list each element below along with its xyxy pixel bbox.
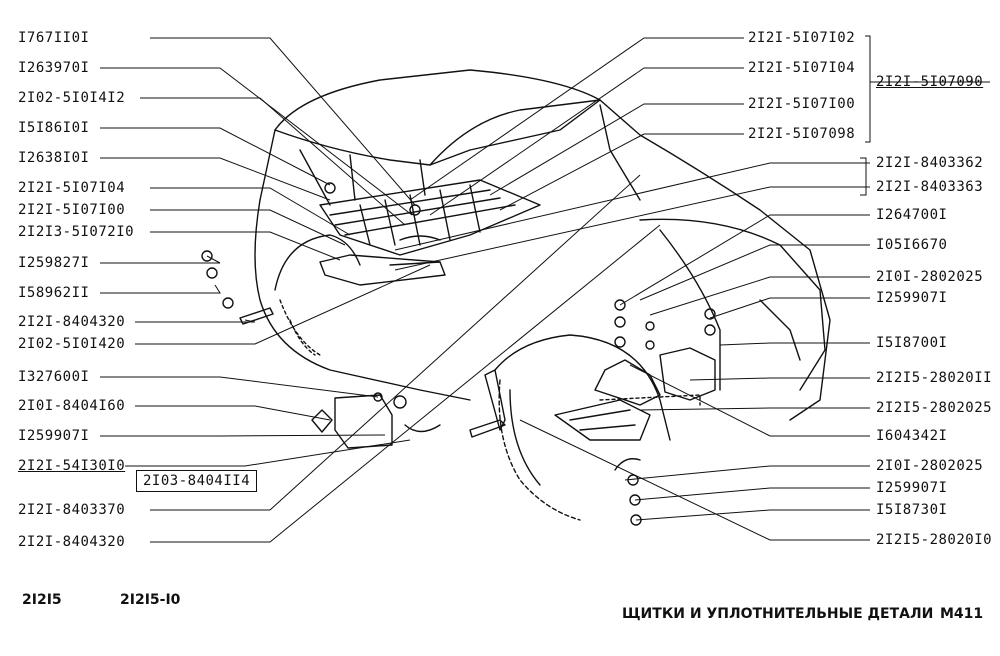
left-part-label: I259907I [18,428,90,444]
rear-wheel-arch [274,234,361,291]
left-part-label: 2I0I-8404I60 [18,398,126,414]
left-part-label: I263970I [18,60,90,76]
leader-line [150,37,416,206]
leader-line [100,157,331,201]
right-part-label: I604342I [876,428,948,444]
right-part-label: I05I6670 [876,237,948,253]
leader-line [125,439,411,467]
left-part-label: 2I02-5I0I4I2 [18,90,126,106]
leader-line [499,133,744,211]
right-part-label: I264700I [876,207,948,223]
plate-lamp [334,394,393,449]
right-part-label: 2I2I5-28020I0 [876,532,993,548]
group-bracket-top [865,35,871,143]
footer-page-code: M411 [940,606,984,622]
right-part-label: 2I2I-5I07098 [748,126,856,142]
leader-line [639,407,870,411]
leader-line [100,127,331,186]
footer-model-2: 2I2I5-I0 [120,592,181,608]
leader-line [100,434,386,437]
leader-line [135,319,256,323]
leader-line [429,67,744,216]
left-part-label: 2I2I-5I07I04 [18,180,126,196]
footer-model-1: 2I2I5 [22,592,62,608]
left-part-label: 2I2I-8404320 [18,314,126,330]
leader-line [140,97,406,226]
right-part-label: I5I8730I [876,502,948,518]
right-part-label: 2I2I-5I07I04 [748,60,856,76]
leader-line [639,244,870,301]
left-part-label: 2I2I-8403370 [18,502,126,518]
left-part-label: 2I2I3-5I072I0 [18,224,135,240]
car-body-outline [259,69,831,421]
leader-line [689,377,870,381]
right-part-label: I5I8700I [876,335,948,351]
leader-line [519,419,870,541]
leader-line [100,67,413,216]
leader-line [709,297,870,319]
leader-line [719,342,870,346]
leader-line [394,186,870,271]
leader-line [394,162,870,251]
right-part-label: 2I2I-5I07I02 [748,30,856,46]
left-part-label: 2I2I-8404320 [18,534,126,550]
left-part-label: 2I2I-5I07I00 [18,202,126,218]
leader-line [624,465,870,481]
left-part-label: I327600I [18,369,90,385]
left-part-label: I2638I0I [18,150,90,166]
leader-line [150,187,351,236]
leader-line [409,37,744,201]
left-part-label: 2I2I-54I30I0 [18,458,126,474]
floor-panel [319,179,541,256]
right-part-label: I259907I [876,480,948,496]
footer-title: ЩИТКИ И УПЛОТНИТЕЛЬНЫЕ ДЕТАЛИ [622,606,934,622]
leader-line [634,487,870,501]
right-part-label: 2I2I-8403362 [876,155,984,171]
left-part-label: I58962II [18,285,90,301]
right-part-label: 2I2I-8403363 [876,179,984,195]
mud-flap-left [319,254,446,286]
right-part-label: 2I0I-2802025 [876,269,984,285]
right-part-label: 2I2I5-28020II [876,370,993,386]
leader-line [100,376,379,398]
leader-line [649,276,870,316]
leader-line [635,509,870,521]
group-part-label: 2I2I-5I07090 [876,74,984,90]
leader-line [150,209,346,246]
leader-line [100,255,221,264]
right-part-label: 2I0I-2802025 [876,458,984,474]
right-part-label: 2I2I5-2802025 [876,400,993,416]
leader-line [150,174,641,511]
right-part-label: 2I2I-5I07I00 [748,96,856,112]
leader-line [629,364,870,437]
leader-line [150,224,661,543]
front-wheel-arch [494,334,671,441]
boxed-part-label: 2I03-8404II4 [136,470,258,492]
leader-line [619,214,870,306]
left-part-label: I259827I [18,255,90,271]
leader-line [135,264,431,345]
splash-shield [554,399,651,441]
left-part-label: I5I86I0I [18,120,90,136]
leader-line [135,405,331,421]
left-part-label: I767II0I [18,30,90,46]
group-bracket-mid [860,157,867,196]
leader-line [100,284,221,294]
left-part-label: 2I02-5I0I420 [18,336,126,352]
right-part-label: I259907I [876,290,948,306]
leader-line [489,103,744,196]
leader-line [150,231,341,261]
